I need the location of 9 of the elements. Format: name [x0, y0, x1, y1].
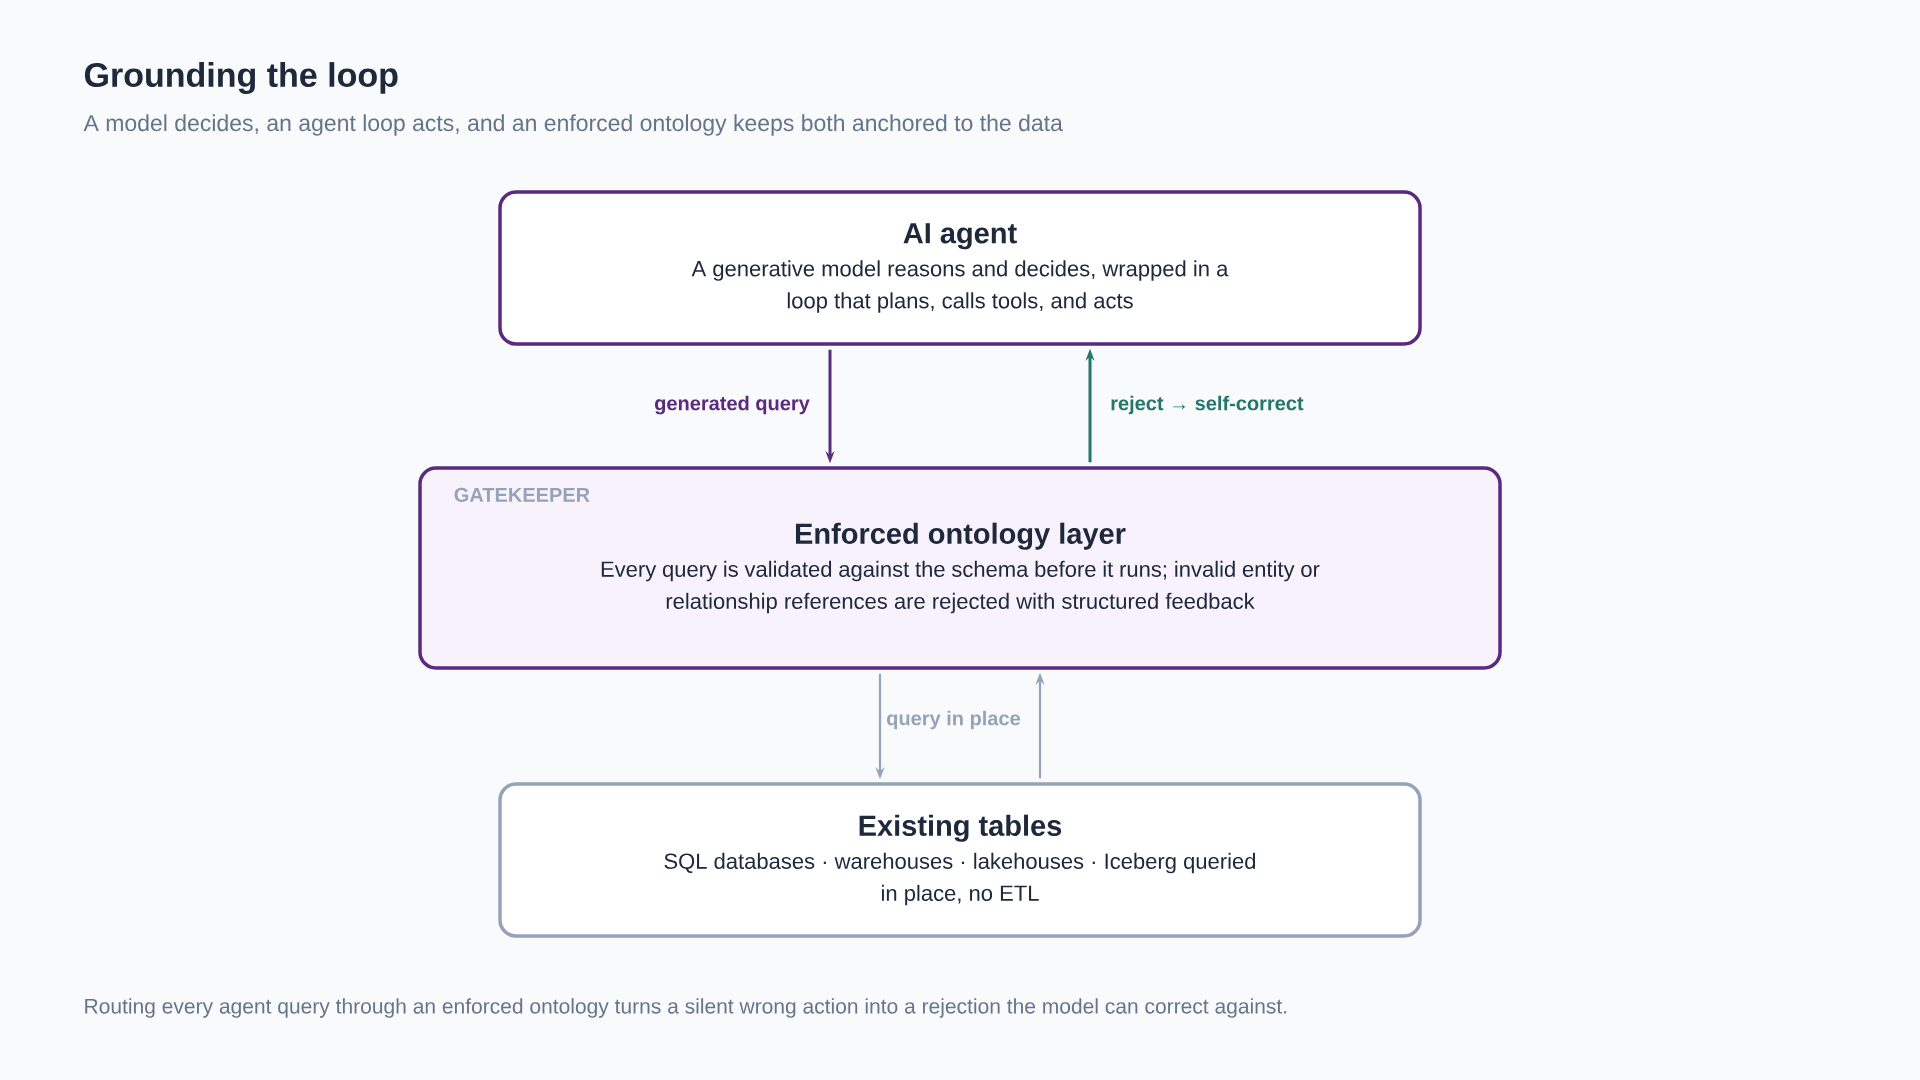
title: Grounding the loop — [84, 62, 398, 94]
process-box: Enforced ontology layer Every query is validated against the schema before it runs; invalid entity or relationship references are rejected with structured feedback GATEKEEPER — [418, 466, 1502, 670]
process-box: AI agent A generative model reasons and decides, wrapped in a loop that plans, calls tools, and acts — [498, 190, 1422, 346]
edge-label: query in place — [884, 708, 1023, 732]
edge-label: generated query — [652, 393, 812, 417]
footnote: Routing every agent query through an enforced ontology turns a silent wrong action into a rejection the model can correct against. — [85, 998, 1287, 1018]
subtitle: A model decides, an agent loop acts, and an enforced ontology keeps both anchored to the data — [83, 114, 1063, 136]
edge-label: reject → self-correct — [1108, 393, 1306, 417]
process-box: Existing tables SQL databases · warehouses · lakehouses · Iceberg queried in place, no ETL — [498, 782, 1422, 938]
